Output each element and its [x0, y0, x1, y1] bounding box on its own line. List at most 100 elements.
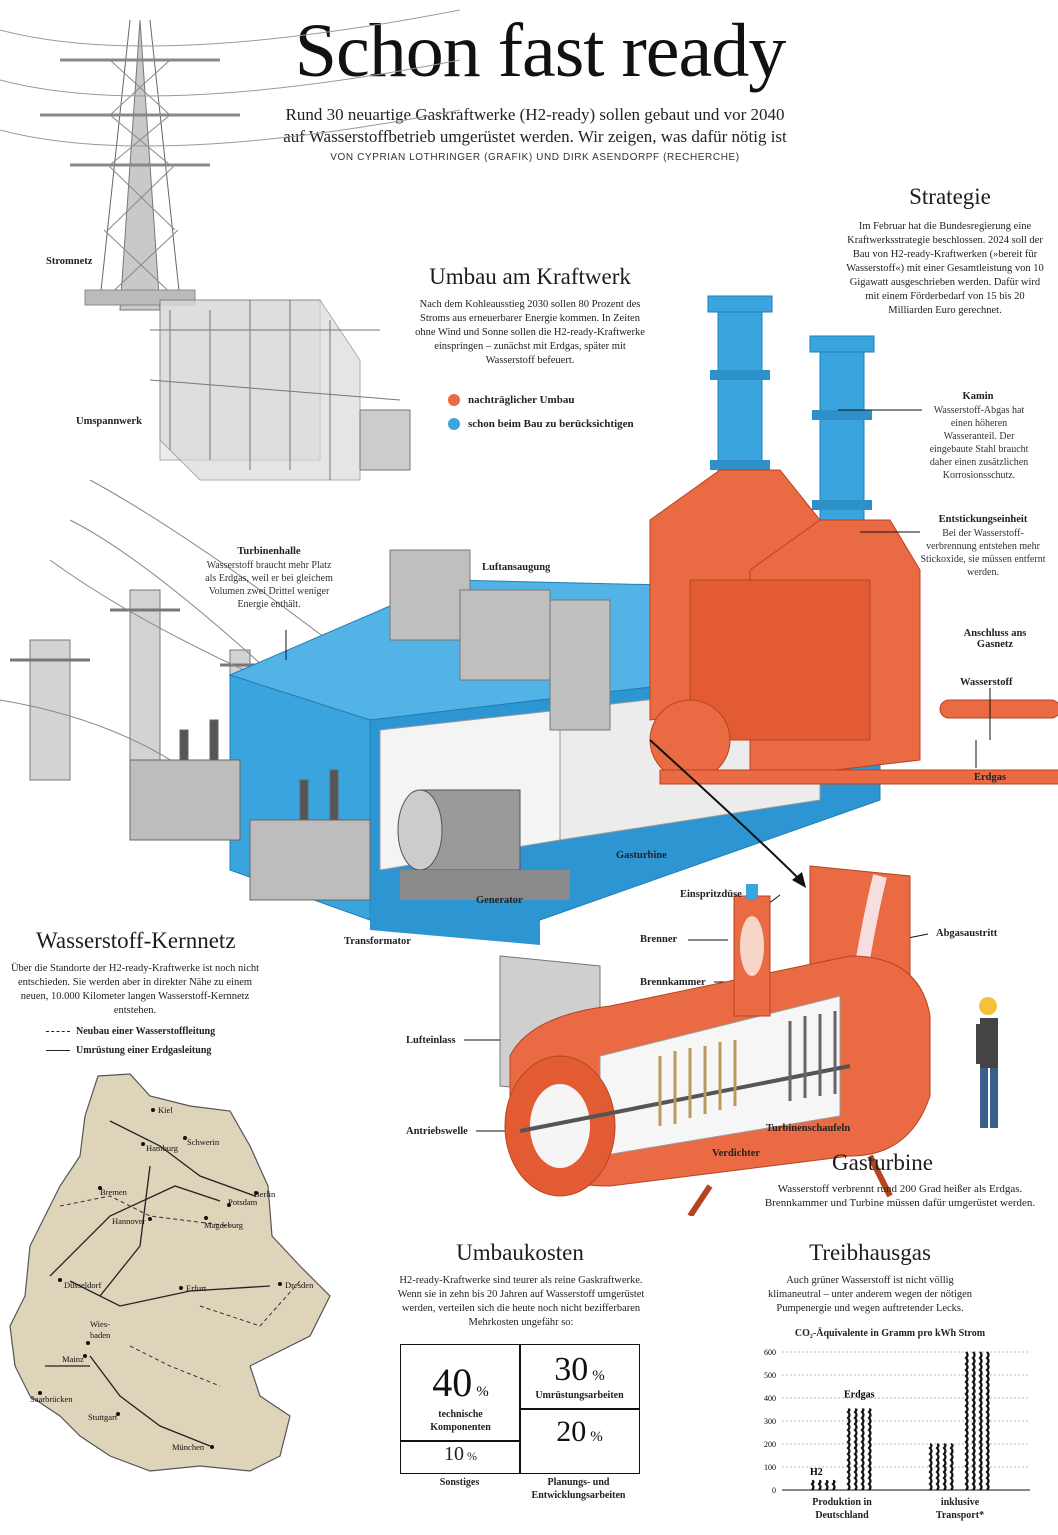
- gasturbine-text: Wasserstoff verbrennt rund 200 Grad heiß…: [764, 1183, 1036, 1209]
- germany-outline: [9, 1073, 331, 1472]
- bar-stroke: [971, 1351, 976, 1491]
- city-bremen: Bremen: [100, 1187, 128, 1197]
- cost-item-umruestungsarbeiten: 30% Umrüstungsarbeiten: [519, 1344, 640, 1410]
- label-sonstiges: Sonstiges: [439, 1477, 480, 1488]
- label-umspannwerk: Umspannwerk: [76, 416, 142, 427]
- bar-h2-0: [810, 1479, 836, 1491]
- legend-converted-pipeline: Umrüstung einer Erdgasleitung: [46, 1045, 215, 1056]
- label-generator: Generator: [476, 895, 523, 906]
- umbaukosten-heading: Umbaukosten: [456, 1240, 584, 1265]
- bar-stroke: [867, 1408, 872, 1491]
- umbau-heading: Umbau am Kraftwerk: [429, 264, 631, 289]
- bar-erdgas-1: [964, 1351, 990, 1491]
- city-saarbruecken: Saarbrücken: [30, 1394, 73, 1404]
- label-wasserstoff: Wasserstoff: [960, 677, 1013, 688]
- treibhausgas-text: Auch grüner Wasserstoff ist nicht völlig…: [767, 1275, 973, 1314]
- y-tick-label: 500: [764, 1371, 776, 1380]
- label-brenner: Brenner: [640, 934, 678, 945]
- cost-item-sonstiges: 10%: [400, 1440, 521, 1474]
- gasturbine-heading: Gasturbine: [832, 1150, 933, 1175]
- kernnetz-legend: Neubau einer Wasserstoffleitung Umrüstun…: [46, 1026, 215, 1056]
- strategie-heading: Strategie: [909, 184, 991, 209]
- city-wiesbaden-2: baden: [90, 1330, 111, 1340]
- y-tick-label: 200: [764, 1440, 776, 1449]
- kernnetz-text: Über die Standorte der H2-ready-Kraftwer…: [10, 963, 260, 1016]
- umbau-legend: nachträglicher Umbau schon beim Bau zu b…: [448, 394, 634, 430]
- y-tick-label: 100: [764, 1463, 776, 1472]
- dashed-line-icon: [46, 1031, 70, 1032]
- label-antriebswelle: Antriebswelle: [406, 1126, 468, 1137]
- blue-dot-icon: [448, 418, 460, 430]
- bar-stroke: [928, 1442, 933, 1491]
- label-brennkammer: Brennkammer: [640, 977, 706, 988]
- label-luftansaugung: Luftansaugung: [482, 562, 551, 573]
- y-tick-label: 600: [764, 1348, 776, 1357]
- generator-icon: [397, 789, 570, 900]
- chart-title: CO₂-Äquivalente in Gramm pro kWh Strom: [794, 1328, 986, 1339]
- text-turbinenhalle: Wasserstoff braucht mehr Platz als Erdga…: [205, 560, 333, 610]
- group-label-transport: inklusive Transport*: [935, 1497, 985, 1521]
- solid-line-icon: [46, 1050, 70, 1051]
- bar-erdgas-0: [846, 1408, 872, 1491]
- legend-new-pipeline: Neubau einer Wasserstoffleitung: [46, 1026, 215, 1037]
- city-stuttgart: Stuttgart: [88, 1412, 118, 1422]
- bar-stroke: [810, 1479, 815, 1491]
- power-plant-illustration: [129, 295, 1058, 945]
- cost-breakdown: 40% technische Komponenten 30% Umrüstung…: [400, 1344, 640, 1501]
- bar-stroke: [985, 1351, 990, 1491]
- city-dresden: Dresden: [285, 1280, 314, 1290]
- label-transformator: Transformator: [344, 936, 411, 947]
- orange-dot-icon: [448, 394, 460, 406]
- group-label-produktion: Produktion in Deutschland: [812, 1497, 872, 1521]
- denox-unit-icon: [649, 469, 1058, 785]
- label-kamin: Kamin: [962, 391, 994, 402]
- label-lufteinlass: Lufteinlass: [406, 1035, 456, 1046]
- legend-item-umbau: nachträglicher Umbau: [448, 394, 634, 406]
- strategie-text: Im Februar hat die Bundesregierung eine …: [846, 221, 1044, 316]
- city-potsdam: Potsdam: [228, 1197, 258, 1207]
- pylon-main-icon: [40, 19, 240, 311]
- label-planungsarbeiten: Planungs- und Entwicklungsarbeiten: [531, 1477, 626, 1501]
- page-title: Schon fast ready: [294, 9, 787, 93]
- bar-h2-1: [928, 1442, 954, 1491]
- label-einspritzduese: Einspritzdüse: [680, 889, 742, 900]
- umbau-text: Nach dem Kohleausstieg 2030 sollen 80 Pr…: [415, 299, 645, 366]
- city-duesseldorf: Düsseldorf: [64, 1280, 101, 1290]
- city-hamburg: Hamburg: [146, 1143, 179, 1153]
- bar-stroke: [942, 1442, 947, 1491]
- series-label-erdgas: Erdgas: [844, 1390, 875, 1401]
- bar-stroke: [964, 1351, 969, 1491]
- turbine-casing-icon: [504, 884, 931, 1216]
- worker-icon: [976, 997, 998, 1128]
- city-wiesbaden-1: Wies-: [90, 1319, 110, 1329]
- city-kiel: Kiel: [158, 1105, 173, 1115]
- text-entstickung: Bei der Wasserstoff-verbrennung entstehe…: [920, 528, 1046, 578]
- grid-illustration: [0, 9, 460, 781]
- city-muenchen: München: [172, 1442, 205, 1452]
- series-label-h2: H2: [810, 1467, 823, 1478]
- legend-item-bau: schon beim Bau zu berücksichtigen: [448, 418, 634, 430]
- gas-turbine-detail: [499, 865, 998, 1216]
- label-entstickung: Entstickungseinheit: [938, 514, 1028, 525]
- bar-stroke: [824, 1479, 829, 1491]
- city-berlin: Berlin: [254, 1189, 276, 1199]
- bar-stroke: [949, 1442, 954, 1491]
- cost-item-technische-komponenten: 40% technische Komponenten: [400, 1344, 521, 1442]
- city-erfurt: Erfurt: [186, 1283, 207, 1293]
- city-magdeburg: Magdeburg: [204, 1220, 244, 1230]
- text-kamin: Wasserstoff-Abgas hat einen höheren Wass…: [929, 405, 1029, 481]
- chart-bars: [810, 1351, 990, 1491]
- label-anschluss: Anschluss ans Gasnetz: [963, 628, 1027, 650]
- y-tick-label: 300: [764, 1417, 776, 1426]
- label-abgasaustritt: Abgasaustritt: [936, 928, 998, 939]
- bar-stroke: [817, 1479, 822, 1491]
- bar-stroke: [853, 1408, 858, 1491]
- city-hannover: Hannover: [112, 1216, 146, 1226]
- label-turbinenhalle: Turbinenhalle: [237, 546, 301, 557]
- cost-item-planungsarbeiten: 20%: [519, 1408, 640, 1474]
- label-erdgas: Erdgas: [974, 772, 1007, 783]
- y-tick-label: 400: [764, 1394, 776, 1403]
- bar-stroke: [846, 1408, 851, 1491]
